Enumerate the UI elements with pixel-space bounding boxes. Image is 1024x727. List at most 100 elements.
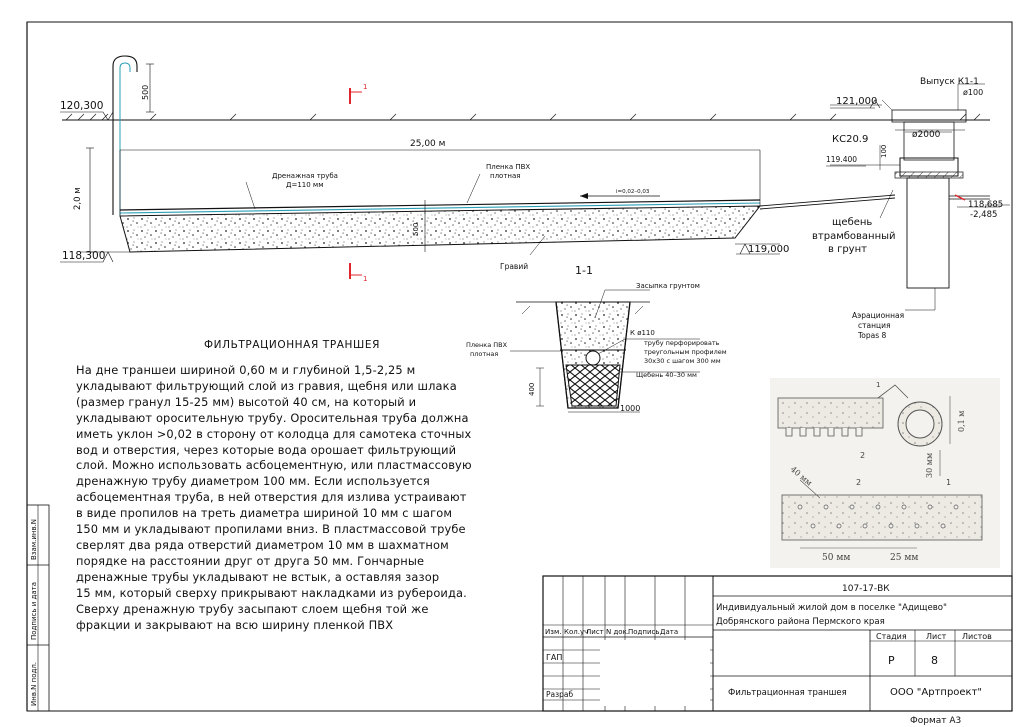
text-line: (размер гранул 15-25 мм) высотой 40 см, … — [76, 394, 417, 409]
drain-pipe-label: Дренажная труба — [272, 172, 338, 180]
doc-number: 107-17-ВК — [842, 584, 890, 594]
col-data: Дата — [660, 628, 678, 636]
detail-n1b: 1 — [946, 478, 951, 487]
text-line: 150 мм и укладывают пропилами вниз. В пл… — [76, 522, 466, 537]
dim-1000: 1000 — [620, 404, 640, 413]
elev-119: 119,000 — [748, 244, 789, 255]
pvc-film-dense: плотная — [490, 172, 521, 180]
text-line: На дне траншеи шириной 0,60 м и глубиной… — [76, 363, 416, 377]
section-title: 1-1 — [575, 264, 593, 277]
description-text: На дне траншеи шириной 0,60 м и глубиной… — [76, 363, 516, 633]
text-line: иметь уклон >0,02 в сторону от колодца д… — [76, 426, 472, 441]
text-line: 15 мм, который сверху прикрывают накладк… — [76, 585, 467, 600]
text-line: слой. Можно использовать асбоцементную, … — [76, 458, 472, 473]
crushed-1: щебень — [832, 217, 872, 228]
crushed-2: втрамбованный — [812, 231, 896, 242]
text-line: порядке на расстоянии друг от друга 50 м… — [76, 553, 425, 568]
sheet-title: Фильтрационная траншея — [728, 688, 847, 698]
project-line-2: Добрянского района Пермского края — [716, 617, 885, 627]
pvc-film-label: Пленка ПВХ — [486, 163, 530, 171]
detail-n1: 1 — [876, 381, 880, 389]
col-ndok: N док. — [606, 628, 629, 636]
elev-top-left: 120,300 — [60, 100, 103, 112]
stadia-label: Стадия — [876, 632, 907, 641]
backfill-label: Засыпка грунтом — [636, 282, 700, 290]
crushed-3: в грунт — [828, 244, 867, 255]
elevation-markers — [60, 99, 1000, 263]
col-podp: Подпись — [628, 628, 660, 636]
section-mark-bottom — [349, 263, 362, 279]
crushed-40: Щебень 40–30 мм — [636, 371, 697, 379]
side-stamp — [26, 504, 50, 712]
section-mark-top — [349, 88, 362, 104]
perforated-3: 30х30 с шагом 300 мм — [644, 357, 721, 365]
text-line: асбоцементная труба, в ней отверстия для… — [76, 490, 467, 505]
elev-neg: -2,485 — [970, 210, 997, 220]
gravel-height: 500 — [412, 223, 420, 236]
stamp-vzam: Взам.инв.N — [30, 518, 38, 560]
aeration-3: Topas 8 — [857, 331, 887, 340]
format-label: Формат А3 — [910, 716, 961, 726]
text-line: в виде пропилов на треть диаметра ширино… — [76, 506, 453, 521]
drain-pipe-dia: Д=110 мм — [286, 181, 323, 189]
aeration-1: Аэрационная — [852, 311, 904, 320]
section-number-top: 1 — [363, 83, 367, 91]
riser-dim: 500 — [141, 85, 150, 100]
dim-400: 400 — [528, 383, 536, 396]
stadia-value: Р — [888, 654, 895, 667]
detail-30mm: 30 мм — [925, 453, 934, 478]
text-line: вод и отверстия, через которые вода орош… — [76, 442, 457, 457]
col-koluch: Кол.уч — [564, 628, 588, 636]
listov-label: Листов — [962, 632, 992, 641]
ground-line — [62, 113, 990, 121]
detail-01m: 0,1 м — [957, 411, 966, 433]
outlet-dia: ø100 — [963, 88, 983, 97]
list-value: 8 — [931, 654, 938, 667]
text-line: фракции и закрывают на всю ширину пленко… — [76, 617, 394, 632]
detail-mm25: 25 мм — [890, 553, 918, 563]
elev-121: 121,000 — [836, 96, 877, 107]
text-line: дренажную трубу диаметром 100 мм. Если и… — [76, 474, 430, 489]
aeration-2: станция — [858, 321, 890, 330]
list-label: Лист — [926, 632, 947, 641]
outlet-label: Выпуск К1-1 — [920, 77, 979, 87]
elev-bottom-left: 118,300 — [62, 250, 105, 262]
ks-label: КС20.9 — [832, 134, 868, 145]
film-label-2: плотная — [470, 350, 498, 358]
text-line: укладывают оросительную трубу. Ороситель… — [76, 410, 469, 425]
gravel-label: Гравий — [500, 262, 528, 271]
detail-n2: 2 — [860, 451, 865, 460]
septic-well — [830, 83, 1010, 311]
depth-dim: 2,0 м — [73, 187, 83, 210]
well-100: 100 — [880, 145, 888, 158]
text-line: Сверху дренажную трубу засыпают слоем ще… — [76, 601, 429, 616]
pipe-detail-image — [770, 378, 1000, 568]
stamp-inv: Инв.N подл. — [30, 661, 38, 706]
col-list: Лист — [586, 628, 604, 636]
title-block — [542, 575, 1013, 712]
elev-119-4: 119.400 — [826, 155, 857, 164]
section-number-bottom: 1 — [363, 275, 367, 283]
text-line: сверлят два ряда отверстий диаметром 10 … — [76, 537, 449, 552]
perforated-2: треугольным профилем — [644, 348, 727, 356]
trench-section — [80, 147, 896, 256]
length-dim: 25,00 м — [410, 139, 445, 149]
detail-mm50: 50 мм — [822, 553, 850, 563]
film-label-1: Пленка ПВХ — [466, 341, 508, 349]
company: ООО "Артпроект" — [890, 687, 982, 698]
riser-pipe — [112, 55, 154, 215]
project-line-1: Индивидуальный жилой дом в поселке "Адищ… — [716, 603, 947, 613]
section-heading: ФИЛЬТРАЦИОННАЯ ТРАНШЕЯ — [204, 339, 380, 351]
gap-label: ГАП — [546, 653, 562, 662]
slope-label: i=0,02–0,03 — [616, 189, 650, 195]
elev-118-685: 118,685 — [968, 200, 1003, 210]
text-line: дренажные трубы укладывают не встык, а о… — [76, 569, 440, 584]
text-line: укладывают фильтрующий слой из гравия, щ… — [76, 378, 457, 393]
razrab-label: Разраб — [546, 690, 573, 699]
detail-n2b: 2 — [856, 478, 861, 487]
col-izm: Изм. — [545, 628, 561, 636]
perforated-1: трубу перфорировать — [644, 339, 720, 347]
well-dia: ø2000 — [912, 130, 941, 140]
stamp-podp: Подпись и дата — [30, 582, 38, 640]
